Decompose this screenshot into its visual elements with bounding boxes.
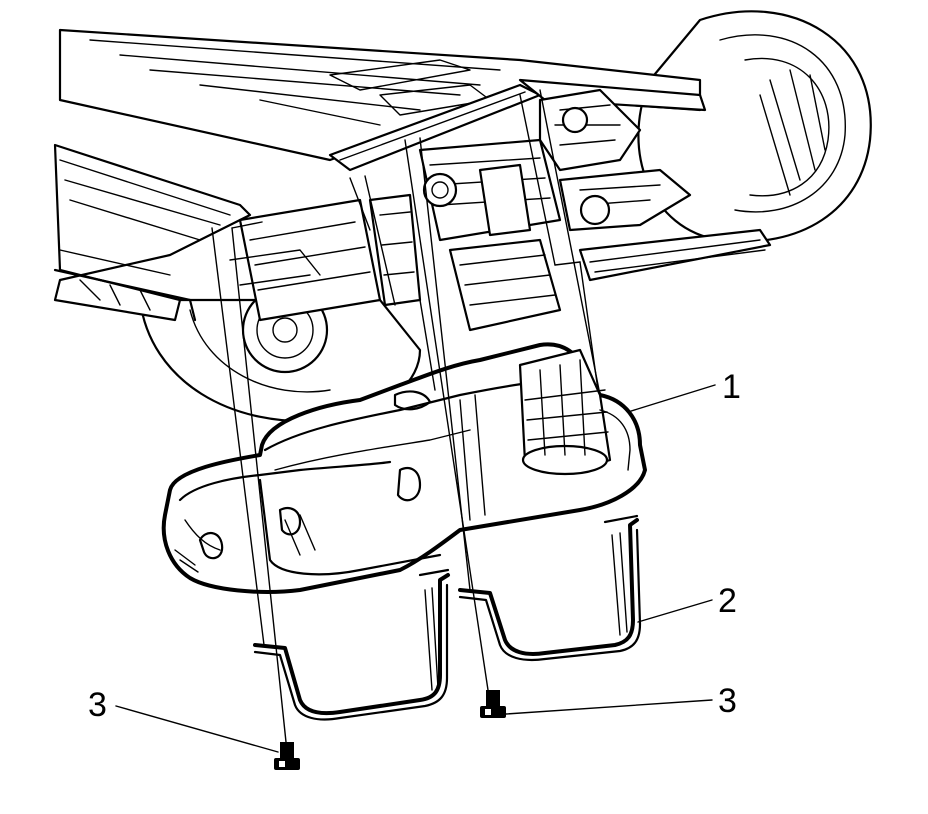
fuel-tank [161,342,647,594]
fuel-tank-strap-right [458,514,642,662]
suspension-components [229,88,692,332]
fuel-tank-strap-left [253,568,450,721]
vehicle-underbody [53,10,872,423]
alignment-lines [211,89,601,743]
strap-bolt-left [274,742,300,770]
leader-line-2 [637,599,713,623]
rear-tire [637,10,872,243]
callout-1: 1 [722,368,741,406]
frame-rail-right [578,228,772,282]
callout-3-right: 3 [718,682,737,720]
leader-line-3-right [505,699,713,715]
callout-3-left: 3 [88,686,107,724]
callout-2: 2 [718,582,737,620]
callouts: 1 2 3 3 [88,368,741,753]
strap-bolt-right [480,690,506,718]
leader-line-3-left [115,705,279,753]
leader-line-1 [627,384,716,413]
